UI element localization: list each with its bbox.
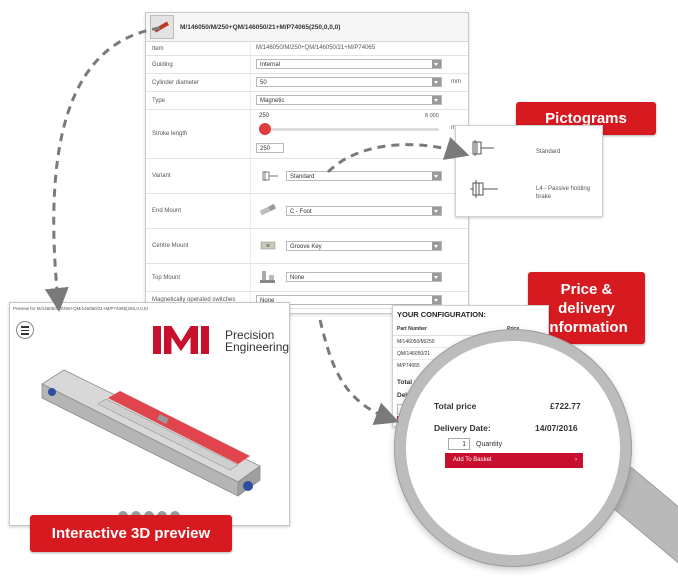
pictogram-label: L4 - Passive holding brake xyxy=(536,186,591,200)
preview-callout: Interactive 3D preview xyxy=(30,515,232,552)
lens-total-price-label: Total price xyxy=(434,401,477,411)
slider-max-label: 8 000 xyxy=(425,113,439,119)
groove-key-icon xyxy=(260,241,276,250)
row-label: Item xyxy=(152,45,164,52)
part-number: M/146050/M/250 xyxy=(397,339,435,345)
pictogram-label: Standard xyxy=(536,149,561,155)
col-part-number: Part Number xyxy=(397,326,428,332)
cylinder-3d-model[interactable] xyxy=(38,358,268,498)
chevron-down-icon xyxy=(432,207,441,215)
variant-select[interactable]: Standard xyxy=(286,171,442,181)
lens-delivery-value: 14/07/2016 xyxy=(535,423,578,433)
row-top-mount: Top Mount None xyxy=(146,264,468,292)
menu-icon[interactable] xyxy=(16,321,34,339)
preview-panel: Preview for M/146050/M/250+QM/146050/21+… xyxy=(9,302,290,526)
quantity-input[interactable]: 1 xyxy=(448,438,470,450)
row-label: End Mount xyxy=(152,208,182,214)
row-cylinder-diameter: Cylinder diameter 50 mm xyxy=(146,74,468,92)
col-price: Price xyxy=(507,326,520,332)
row-label: Centre Mount xyxy=(152,243,189,249)
chevron-down-icon xyxy=(432,172,441,180)
stroke-length-input[interactable]: 250 xyxy=(256,143,284,153)
row-end-mount: End Mount C - Foot xyxy=(146,194,468,229)
row-label: Magnetically operated switches xyxy=(152,297,236,303)
centre-mount-select[interactable]: Groove Key xyxy=(286,241,442,251)
total-price-label: Total price xyxy=(397,379,430,386)
row-label: Guiding xyxy=(152,61,173,68)
config-header: M/146050/M/250+QM/146050/21+M/P74065(250… xyxy=(146,13,468,42)
lens-delivery-label: Delivery Date: xyxy=(434,423,491,433)
item-code: M/146050/M/250+QM/146050/21+M/P74065 xyxy=(256,45,376,51)
end-mount-select[interactable]: C - Foot xyxy=(286,206,442,216)
row-label: Stroke length xyxy=(152,131,188,137)
type-select[interactable]: Magnetic xyxy=(256,95,442,105)
row-label: Variant xyxy=(152,173,171,179)
guiding-select[interactable]: Internal xyxy=(256,59,442,69)
cylinder-thumbnail-icon xyxy=(150,15,174,39)
quantity-label: Quantity xyxy=(476,441,503,448)
stroke-slider-track[interactable] xyxy=(259,128,439,131)
row-label: Cylinder diameter xyxy=(152,79,200,86)
standard-pictogram-icon xyxy=(472,140,494,156)
chevron-down-icon xyxy=(432,78,441,86)
imi-logo-mark xyxy=(153,326,209,354)
cylinder-diameter-select[interactable]: 50 xyxy=(256,77,442,87)
row-centre-mount: Centre Mount Groove Key xyxy=(146,229,468,264)
chevron-down-icon xyxy=(432,242,441,250)
row-switches: Magnetically operated switches None xyxy=(146,292,468,309)
stroke-slider-handle[interactable] xyxy=(259,123,271,135)
row-label: Top Mount xyxy=(152,274,181,281)
logo-engineering: Engineering xyxy=(225,340,290,354)
configurator-panel: M/146050/M/250+QM/146050/21+M/P74065(250… xyxy=(145,12,469,314)
imi-logo: Precision Engineering xyxy=(153,326,289,356)
row-guiding: Guiding Internal xyxy=(146,56,468,74)
variant-pictogram-icon xyxy=(262,171,278,181)
chevron-down-icon xyxy=(432,273,441,281)
pictograms-panel: Standard L4 - Passive holding brake xyxy=(455,125,603,217)
part-number: QM/146050/21 xyxy=(397,351,431,357)
row-item: Item M/146050/M/250+QM/146050/21+M/P7406… xyxy=(146,42,468,56)
row-label: Type xyxy=(152,97,166,104)
logo-precision: Precision xyxy=(225,328,275,342)
chevron-down-icon xyxy=(432,96,441,104)
top-mount-select[interactable]: None xyxy=(286,272,442,282)
basket-title: YOUR CONFIGURATION: xyxy=(397,310,487,319)
magnifier-lens: Total price £722.77 Delivery Date: 14/07… xyxy=(395,330,631,566)
top-mount-icon xyxy=(260,271,275,283)
row-type: Type Magnetic xyxy=(146,92,468,110)
unit-label: mm xyxy=(451,79,461,85)
lens-total-price-value: £722.77 xyxy=(550,401,581,411)
chevron-down-icon xyxy=(432,296,441,304)
preview-title: Preview for M/146050/M/250+QM/146050/21+… xyxy=(13,306,148,311)
part-number: M/P74065 xyxy=(397,363,420,369)
chevron-right-icon: › xyxy=(575,457,577,463)
slider-min-label: 250 xyxy=(259,113,270,119)
holding-brake-pictogram-icon xyxy=(470,180,498,198)
add-to-basket-button[interactable]: Add To Basket› xyxy=(445,453,583,468)
config-title: M/146050/M/250+QM/146050/21+M/P74065(250… xyxy=(180,23,341,31)
chevron-down-icon xyxy=(432,60,441,68)
row-stroke-length: Stroke length 250 8 000 250 mm xyxy=(146,110,468,159)
foot-mount-icon xyxy=(259,203,276,216)
row-variant: Variant Standard xyxy=(146,159,468,194)
switches-select[interactable]: None xyxy=(256,295,442,305)
price-delivery-callout: Price & delivery information xyxy=(528,272,645,344)
